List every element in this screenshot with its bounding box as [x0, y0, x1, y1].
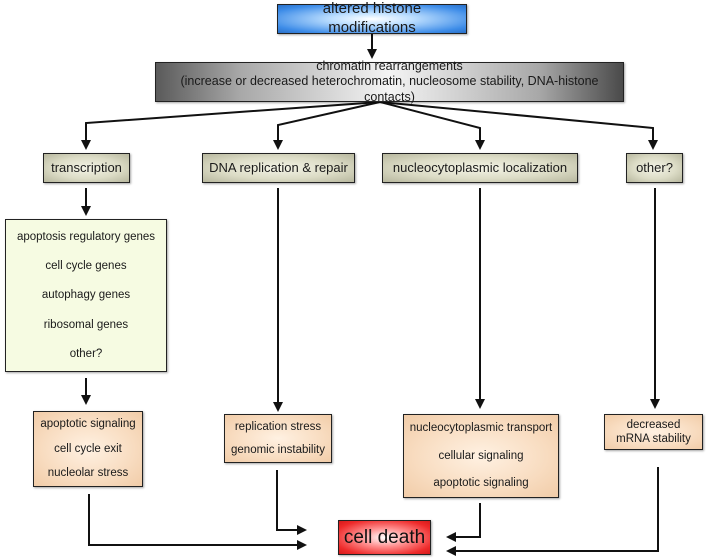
other-category-label: other? [636, 159, 673, 175]
cell-death-label: cell death [343, 526, 426, 548]
altered-histone-modifications-box: altered histone modifications [277, 0, 467, 36]
arrow-chromatin-to-transcription [81, 101, 381, 150]
dna-replication-repair-box: DNA replication & repair [202, 153, 355, 183]
arrow-replication-outcomes-to-death [276, 470, 307, 535]
outcome-item: apoptotic signaling [40, 418, 136, 431]
arrow-nucleo-outcomes-to-death [446, 503, 481, 542]
gene-item: autophagy genes [41, 289, 131, 302]
arrow-transcription-outcomes-to-death [88, 494, 307, 550]
outcome-item: cell cycle exit [54, 442, 122, 455]
outcome-item: decreased [626, 418, 681, 431]
chromatin-rearrangements-title: chromatin rearrangements [316, 58, 463, 73]
outcome-item: genomic instability [231, 444, 325, 457]
arrow-chromatin-to-nucleocytoplasmic [379, 101, 485, 150]
gene-item: other? [69, 348, 103, 361]
outcome-item: nucleocytoplasmic transport [409, 422, 553, 435]
outcome-item: nucleolar stress [47, 467, 129, 480]
outcome-item: mRNA stability [616, 433, 691, 445]
outcome-item: replication stress [234, 420, 322, 433]
nucleocytoplasmic-localization-box: nucleocytoplasmic localization [382, 153, 578, 183]
outcome-item: cellular signaling [438, 449, 524, 462]
replication-outcomes-box: replication stress genomic instability [224, 414, 332, 463]
transcription-box: transcription [43, 153, 130, 183]
cell-death-box: cell death [338, 520, 431, 555]
arrow-chromatin-to-other [379, 101, 658, 150]
outcome-item: apoptotic signaling [433, 477, 529, 490]
arrow-chromatin-to-dna-replication [273, 101, 381, 150]
nucleocytoplasmic-outcomes-box: nucleocytoplasmic transport cellular sig… [403, 414, 559, 498]
altered-histone-modifications-label: altered histone modifications [322, 0, 422, 36]
decreased-mrna-stability-box: decreased mRNA stability [604, 414, 703, 450]
gene-item: cell cycle genes [45, 259, 127, 272]
gene-item: apoptosis regulatory genes [16, 230, 156, 243]
transcription-outcomes-box: apoptotic signaling cell cycle exit nucl… [33, 411, 143, 487]
gene-item: ribosomal genes [43, 318, 129, 331]
chromatin-rearrangements-box: chromatin rearrangements (increase or de… [155, 58, 624, 104]
other-category-box: other? [626, 153, 683, 183]
arrow-other-outcomes-to-death [446, 467, 659, 556]
chromatin-rearrangements-subtitle: (increase or decreased heterochromatin, … [180, 74, 599, 104]
transcription-label: transcription [51, 159, 122, 175]
nucleocytoplasmic-localization-label: nucleocytoplasmic localization [392, 159, 568, 175]
gene-targets-box: apoptosis regulatory genes cell cycle ge… [5, 219, 167, 372]
dna-replication-repair-label: DNA replication & repair [209, 159, 348, 175]
